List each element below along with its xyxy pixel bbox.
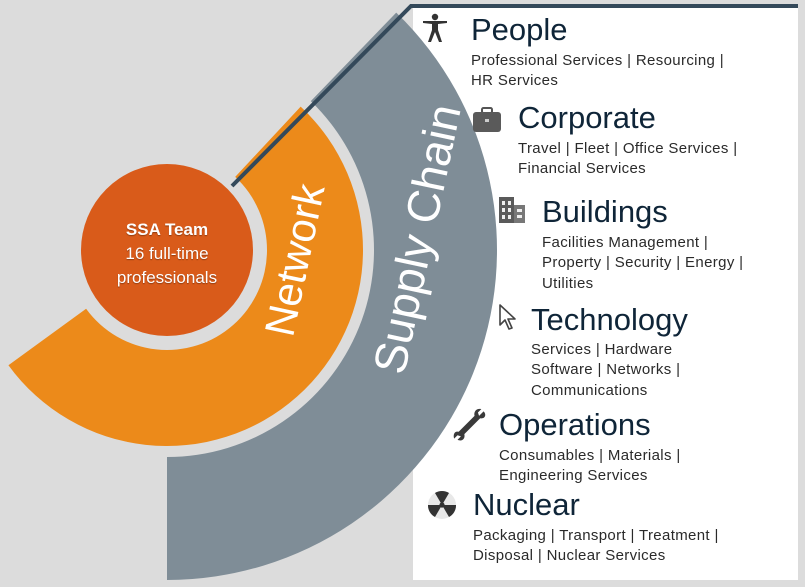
cursor-icon — [499, 304, 516, 330]
detail-line: Utilities — [542, 274, 594, 292]
detail-line: Services | Hardware — [531, 341, 673, 358]
detail-line: Disposal | Nuclear Services — [473, 547, 666, 565]
section-title: Technology — [531, 302, 688, 337]
network-ring — [8, 106, 363, 446]
section-title: Buildings — [542, 194, 668, 229]
section-details: Facilities Management | Property | Secur… — [542, 233, 743, 294]
person-icon — [423, 13, 447, 42]
section-title: Corporate — [518, 100, 656, 135]
detail-line: Property | Security | Energy | — [542, 254, 744, 272]
section-title: Operations — [499, 407, 651, 442]
section-details: Services | Hardware Software | Networks … — [531, 340, 680, 401]
supply-chain-ring — [167, 12, 498, 581]
section-title: People — [471, 12, 568, 47]
detail-line: Travel | Fleet | Office Services | — [518, 140, 738, 157]
divider-line — [230, 4, 798, 188]
ssa-team-label: SSA Team 16 full-time professionals — [82, 218, 252, 290]
section-details: Packaging | Transport | Treatment | Disp… — [473, 526, 719, 567]
section-details: Consumables | Materials | Engineering Se… — [499, 446, 681, 487]
detail-line: HR Services — [471, 72, 559, 90]
ssa-team-circle — [81, 164, 253, 336]
detail-line: Communications — [531, 381, 648, 399]
center-line2: 16 full-time — [125, 244, 209, 263]
building-icon — [499, 197, 525, 223]
section-title: Nuclear — [473, 487, 580, 522]
center-title: SSA Team — [125, 220, 209, 239]
detail-line: Professional Services | Resourcing | — [471, 52, 724, 69]
briefcase-icon — [473, 107, 501, 132]
center-line3: professionals — [116, 268, 218, 287]
detail-line: Engineering Services — [499, 467, 648, 485]
detail-line: Software | Networks | — [531, 361, 681, 379]
wrench-icon — [453, 408, 486, 441]
detail-line: Consumables | Materials | — [499, 447, 681, 464]
detail-line: Financial Services — [518, 160, 647, 178]
detail-line: Packaging | Transport | Treatment | — [473, 527, 719, 544]
section-details: Professional Services | Resourcing | HR … — [471, 51, 724, 92]
detail-line: Facilities Management | — [542, 234, 709, 251]
section-details: Travel | Fleet | Office Services | Finan… — [518, 139, 737, 180]
radiation-icon — [427, 490, 457, 519]
